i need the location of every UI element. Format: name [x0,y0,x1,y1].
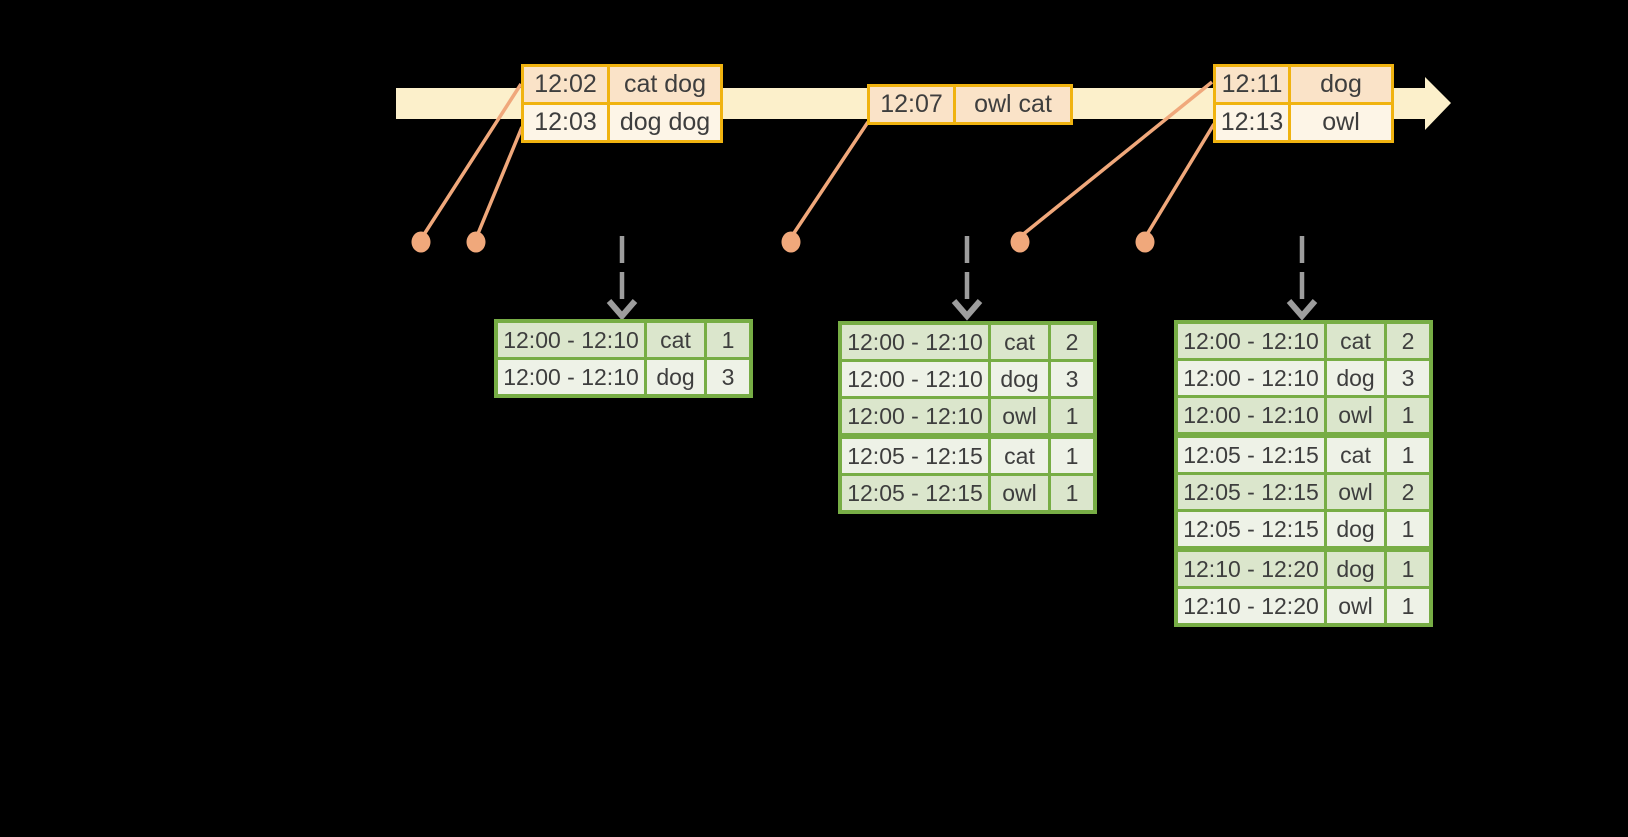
count-cell: 1 [1051,399,1093,433]
event-table-3: 12:11 dog 12:13 owl [1213,64,1394,143]
table-row: 12:00 - 12:10 dog 3 [498,360,749,394]
event-connector-lines [421,80,1216,238]
window-cell: 12:05 - 12:15 [842,476,988,510]
word-cell: dog [647,360,704,394]
word-cell: cat [1327,438,1384,472]
window-cell: 12:00 - 12:10 [842,325,988,359]
window-cell: 12:05 - 12:15 [842,439,988,473]
table-row: 12:03 dog dog [524,105,720,140]
event-words-cell: dog [1291,67,1391,102]
event-words-cell: owl cat [956,87,1070,122]
connector-line [790,121,870,237]
table-row: 12:00 - 12:10 cat 1 [498,323,749,357]
count-cell: 1 [1387,589,1429,623]
word-cell: owl [1327,589,1384,623]
count-cell: 1 [1387,398,1429,432]
result-table-1: 12:00 - 12:10 cat 1 12:00 - 12:10 dog 3 [494,319,753,398]
connector-line [1144,123,1216,237]
trigger-arrows [606,236,1318,321]
table-row: 12:10 - 12:20 dog 1 [1178,552,1429,586]
connector-line [421,83,523,237]
dashed-arrow-icon [1286,236,1318,321]
event-dot-icon [411,231,431,253]
table-row: 12:00 - 12:10 owl 1 [842,399,1093,433]
window-cell: 12:00 - 12:10 [842,399,988,433]
dashed-arrow-icon [606,236,638,321]
count-cell: 1 [1387,552,1429,586]
window-cell: 12:10 - 12:20 [1178,552,1324,586]
window-cell: 12:00 - 12:10 [1178,324,1324,358]
count-cell: 1 [1387,438,1429,472]
event-time-cell: 12:03 [524,105,607,140]
word-cell: cat [647,323,704,357]
window-cell: 12:00 - 12:10 [1178,361,1324,395]
word-cell: cat [1327,324,1384,358]
count-cell: 3 [1387,361,1429,395]
table-row: 12:07 owl cat [870,87,1070,122]
window-cell: 12:00 - 12:10 [1178,398,1324,432]
window-cell: 12:05 - 12:15 [1178,512,1324,546]
count-cell: 1 [1051,476,1093,510]
result-table-2: 12:00 - 12:10 cat 2 12:00 - 12:10 dog 3 … [838,321,1097,514]
word-cell: dog [1327,361,1384,395]
count-cell: 2 [1051,325,1093,359]
table-row: 12:05 - 12:15 cat 1 [842,439,1093,473]
event-dot-icon [1010,231,1030,253]
window-cell: 12:00 - 12:10 [842,362,988,396]
window-cell: 12:05 - 12:15 [1178,438,1324,472]
word-cell: cat [991,439,1048,473]
event-words-cell: owl [1291,105,1391,140]
window-cell: 12:00 - 12:10 [498,323,644,357]
connector-line [475,126,524,237]
event-time-cell: 12:07 [870,87,953,122]
table-row: 12:05 - 12:15 owl 1 [842,476,1093,510]
event-time-cell: 12:11 [1216,67,1288,102]
word-cell: dog [1327,512,1384,546]
table-row: 12:05 - 12:15 dog 1 [1178,512,1429,546]
event-dot-icon [1135,231,1155,253]
table-row: 12:00 - 12:10 dog 3 [842,362,1093,396]
event-time-cell: 12:02 [524,67,607,102]
event-time-cell: 12:13 [1216,105,1288,140]
connector-line [1019,80,1214,238]
count-cell: 1 [1051,439,1093,473]
table-row: 12:00 - 12:10 cat 2 [1178,324,1429,358]
table-row: 12:00 - 12:10 cat 2 [842,325,1093,359]
word-cell: cat [991,325,1048,359]
event-table-2: 12:07 owl cat [867,84,1073,125]
word-cell: owl [991,399,1048,433]
window-cell: 12:00 - 12:10 [498,360,644,394]
event-words-cell: dog dog [610,105,720,140]
table-row: 12:00 - 12:10 owl 1 [1178,398,1429,432]
count-cell: 3 [1051,362,1093,396]
window-cell: 12:05 - 12:15 [1178,475,1324,509]
event-dot-icon [781,231,801,253]
count-cell: 1 [1387,512,1429,546]
table-row: 12:13 owl [1216,105,1391,140]
table-row: 12:11 dog [1216,67,1391,102]
event-words-cell: cat dog [610,67,720,102]
table-row: 12:05 - 12:15 owl 2 [1178,475,1429,509]
window-cell: 12:10 - 12:20 [1178,589,1324,623]
dashed-arrow-icon [951,236,983,321]
word-cell: dog [1327,552,1384,586]
event-time-dots [411,231,1155,253]
result-table-3: 12:00 - 12:10 cat 2 12:00 - 12:10 dog 3 … [1174,320,1433,627]
count-cell: 2 [1387,475,1429,509]
table-row: 12:00 - 12:10 dog 3 [1178,361,1429,395]
event-table-1: 12:02 cat dog 12:03 dog dog [521,64,723,143]
table-row: 12:10 - 12:20 owl 1 [1178,589,1429,623]
word-cell: owl [1327,475,1384,509]
event-dot-icon [466,231,486,253]
count-cell: 2 [1387,324,1429,358]
count-cell: 3 [707,360,749,394]
count-cell: 1 [707,323,749,357]
table-row: 12:05 - 12:15 cat 1 [1178,438,1429,472]
word-cell: dog [991,362,1048,396]
word-cell: owl [1327,398,1384,432]
word-cell: owl [991,476,1048,510]
table-row: 12:02 cat dog [524,67,720,102]
